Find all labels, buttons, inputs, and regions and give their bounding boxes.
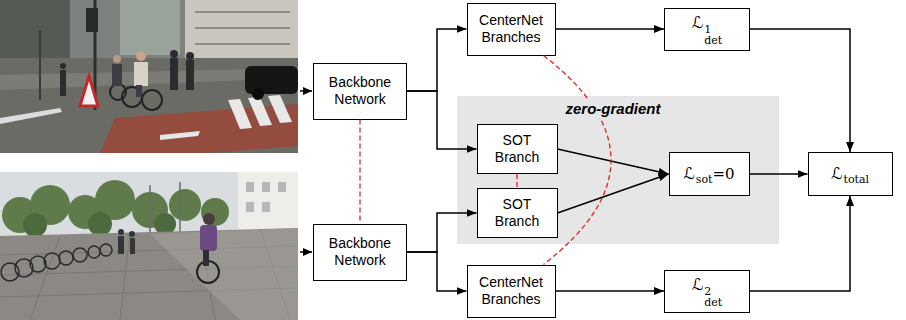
shared-weights-link — [359, 120, 360, 224]
shared-weights-link — [516, 174, 517, 188]
total-loss-box: ℒtotal — [808, 152, 893, 196]
backbone-box: Backbone Network — [313, 224, 407, 281]
loss-box: ℒsot=0 — [669, 152, 750, 196]
backbone-box: Backbone Network — [313, 63, 407, 120]
node-label: CenterNet Branches — [474, 274, 549, 308]
node-label: Backbone Network — [320, 235, 400, 269]
flow-arrow — [556, 28, 665, 30]
loss-box: ℒdet2 — [664, 270, 750, 313]
branch-box: CenterNet Branches — [467, 3, 556, 56]
campus-photo — [0, 172, 298, 320]
node-label: ℒtotal — [831, 164, 869, 185]
flow-arrow — [407, 91, 477, 149]
node-label: ℒdet2 — [692, 275, 723, 308]
sot-branch-box: SOT Branch — [477, 124, 558, 174]
flow-arrow — [558, 149, 669, 174]
flow-arrow — [750, 173, 808, 175]
flow-arrow — [407, 213, 477, 252]
node-label: ℒsot=0 — [683, 164, 734, 185]
sot-branch-box: SOT Branch — [477, 188, 558, 238]
node-label: CenterNet Branches — [474, 12, 549, 46]
flow-arrow — [407, 29, 467, 91]
zero-gradient-band: zero-gradientSOT BranchSOT Branchℒsot=0 — [457, 96, 779, 244]
node-label: Backbone Network — [320, 74, 400, 108]
flow-arrow — [558, 174, 669, 213]
branch-box: CenterNet Branches — [467, 265, 556, 318]
node-label: ℒdet1 — [692, 13, 723, 46]
flow-arrow — [556, 290, 665, 292]
street-photo — [0, 0, 298, 153]
shared-weights-link — [544, 56, 612, 265]
flow-arrow — [750, 29, 850, 152]
node-label: SOT Branch — [484, 196, 551, 230]
flow-arrow — [750, 196, 850, 291]
band-heading: zero-gradient — [562, 100, 663, 118]
loss-box: ℒdet1 — [664, 8, 750, 51]
flow-arrow — [407, 252, 467, 291]
node-label: SOT Branch — [484, 132, 551, 166]
